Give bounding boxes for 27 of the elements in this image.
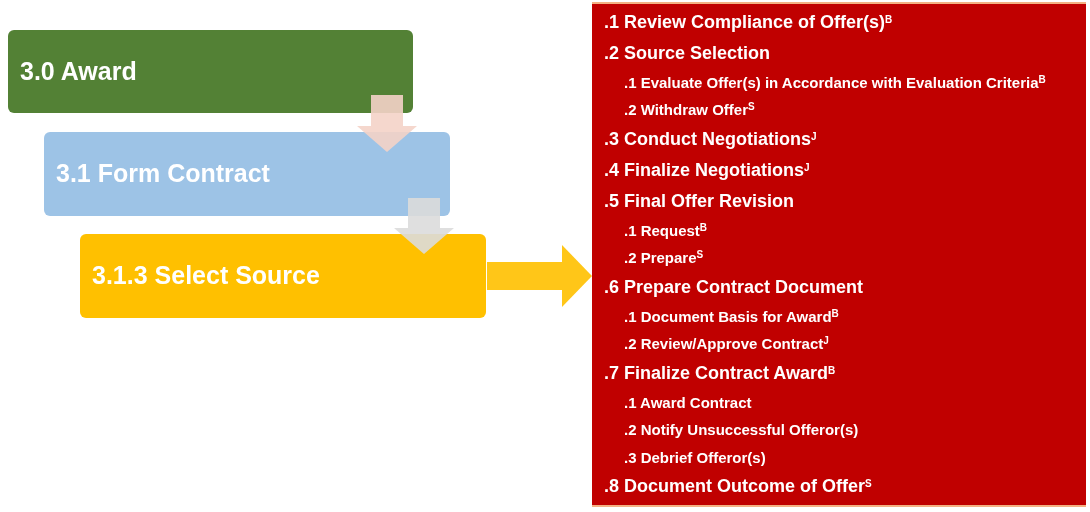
process-box	[8, 30, 413, 113]
task-item: .5 Final Offer Revision	[604, 190, 796, 212]
task-item: .7 Finalize Contract Award$^{B}$	[604, 362, 837, 384]
block-arrow	[487, 245, 592, 307]
task-item: .2 Prepare$^{S}$	[623, 249, 705, 267]
task-item: .2 Source Selection	[604, 42, 772, 64]
task-item: .3 Debrief Offeror(s)	[623, 448, 767, 467]
task-item: .8 Document Outcome of Offer$^{S}$	[604, 476, 873, 497]
task-item: .1 Request$^{B}$	[623, 221, 709, 240]
task-list-panel	[592, 2, 1086, 507]
box-label: 3.1.3 Select Source	[92, 260, 320, 292]
task-item: .6 Prepare Contract Document	[604, 276, 865, 298]
task-item: .2 Notify Unsuccessful Offeror(s)	[623, 421, 860, 439]
task-item: .1 Review Compliance of Offer(s)$^{B}$	[604, 12, 894, 33]
box-label: 3.0 Award	[20, 55, 137, 87]
block-arrow	[394, 198, 454, 254]
block-arrow	[357, 95, 417, 152]
task-item: .4 Finalize Negotiations$^{J}$	[604, 159, 811, 181]
task-item: .1 Document Basis for Award$^{B}$	[623, 307, 840, 326]
box-label: 3.1 Form Contract	[56, 158, 270, 190]
task-item: .3 Conduct Negotiations$^{J}$	[604, 128, 818, 150]
task-item: .1 Award Contract	[623, 393, 753, 411]
process-box	[44, 132, 450, 216]
task-item: .1 Evaluate Offer(s) in Accordance with Evaluation Criteria$^{B}$	[623, 73, 1047, 92]
task-item: .2 Withdraw Offer$^{S}$	[623, 101, 756, 119]
process-box	[80, 234, 486, 318]
task-item: .2 Review/Approve Contract$^{J}$	[623, 335, 830, 353]
